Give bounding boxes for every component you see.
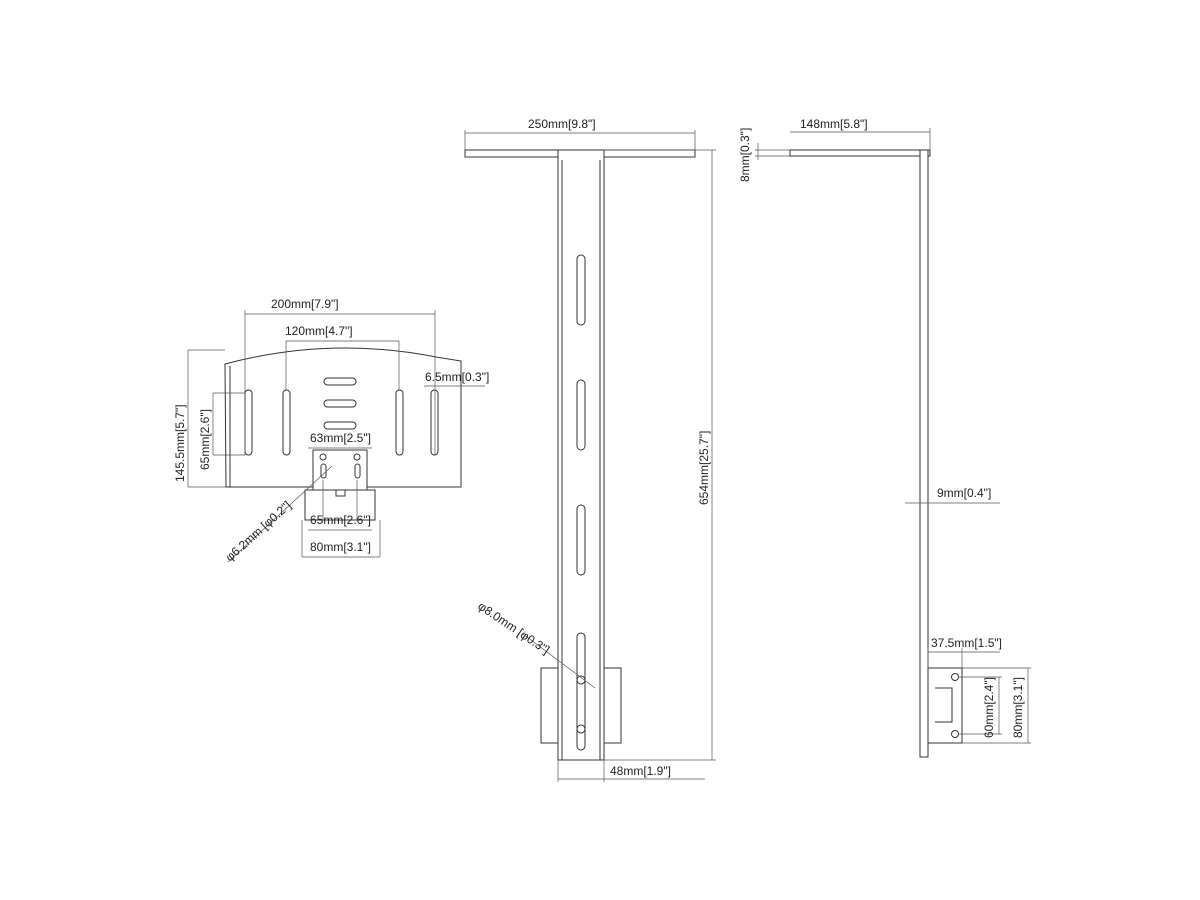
dim-200: 200mm[7.9"]: [271, 297, 339, 311]
dim-48: 48mm[1.9"]: [610, 764, 671, 778]
dim-8: 8mm[0.3"]: [738, 128, 752, 182]
dim-60: 60mm[2.4"]: [982, 677, 996, 738]
clamp-left: [540, 667, 559, 744]
front-view: 200mm[7.9"] 120mm[4.7"] 6.5mm[0.3"] 145.…: [173, 297, 489, 564]
dim-80: 80mm[3.1"]: [310, 540, 371, 554]
mount-plate: [312, 449, 368, 491]
dim-63: 63mm[2.5"]: [310, 431, 371, 445]
clamp-right: [603, 667, 622, 744]
dim-37-5: 37.5mm[1.5"]: [931, 636, 1002, 650]
dim-250: 250mm[9.8"]: [528, 117, 596, 131]
dim-9: 9mm[0.4"]: [937, 486, 991, 500]
profile-pole: [919, 149, 929, 758]
profile-bracket: [927, 667, 963, 744]
profile-top-plate: [789, 149, 931, 157]
side-view: 250mm[9.8"] 654mm[25.7"] φ8.0mm [φ0.3"] …: [464, 117, 716, 782]
dim-hole-8: φ8.0mm [φ0.3"]: [475, 599, 552, 657]
dim-654: 654mm[25.7"]: [697, 431, 711, 505]
dim-145-5: 145.5mm[5.7"]: [173, 404, 187, 482]
dim-6-5: 6.5mm[0.3"]: [425, 370, 489, 384]
profile-view: 148mm[5.8"] 8mm[0.3"] 9mm[0.4"] 37.5mm[1…: [738, 117, 1031, 758]
dim-65-holes: 65mm[2.6"]: [310, 513, 371, 527]
shelf-plate: [224, 347, 462, 488]
pole-slots: [576, 254, 586, 751]
dim-120: 120mm[4.7"]: [285, 324, 353, 338]
dim-hole-6-2: φ6.2mm [φ0.2"]: [223, 498, 294, 564]
mount-base: [304, 489, 376, 521]
pole: [557, 149, 605, 761]
dim-80-profile: 80mm[3.1"]: [1011, 677, 1025, 738]
dim-148: 148mm[5.8"]: [800, 117, 868, 131]
dim-65-vertical: 65mm[2.6"]: [198, 409, 212, 470]
